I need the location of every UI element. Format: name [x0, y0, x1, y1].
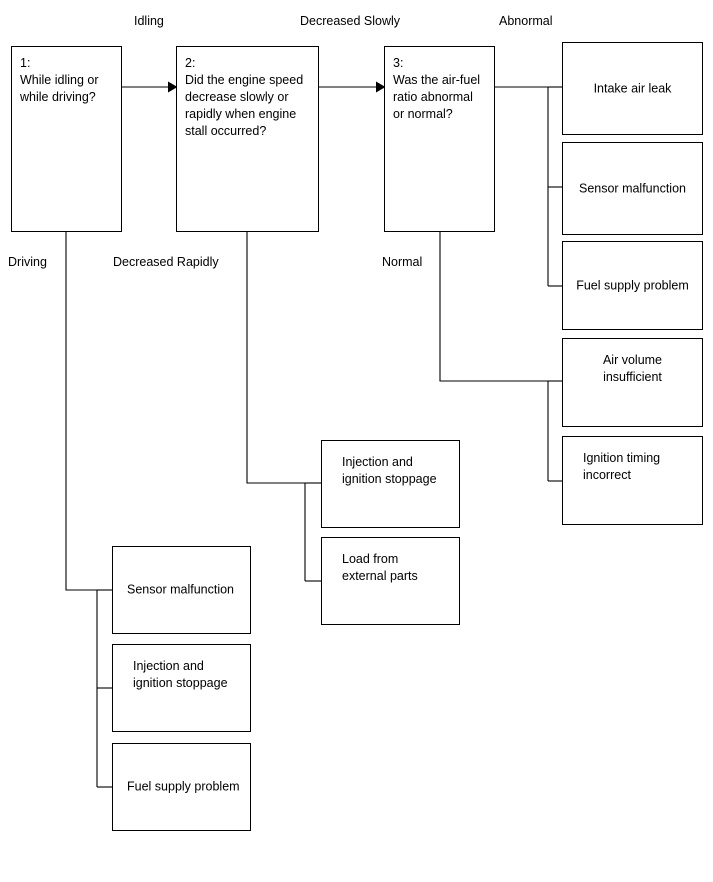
outcome-sensor-malfunction-abnormal[interactable]: Sensor malfunction — [562, 142, 703, 235]
outcome-air-volume-insufficient-text: Air volume insufficient — [602, 353, 663, 384]
edge-label-abnormal: Abnormal — [499, 14, 553, 28]
edge-label-decreased-rapidly: Decreased Rapidly — [113, 255, 219, 269]
outcome-fuel-supply-problem-abnormal-text: Fuel supply problem — [576, 278, 689, 292]
outcome-sensor-malfunction-driving-text: Sensor malfunction — [127, 582, 235, 597]
wire-q2-decreased-rapidly-bus — [246, 232, 306, 581]
question-node-1-text: 1: While idling or while driving? — [20, 56, 99, 104]
question-node-1[interactable]: 1: While idling or while driving? — [11, 46, 122, 232]
outcome-injection-ignition-stoppage-driving[interactable]: Injection and ignition stoppage — [112, 644, 251, 732]
outcome-ignition-timing-incorrect[interactable]: Ignition timing incorrect — [562, 436, 703, 525]
question-node-3-text: 3: Was the air-fuel ratio abnormal or no… — [393, 56, 481, 121]
edge-label-idling: Idling — [134, 14, 164, 28]
outcome-load-from-external-parts-text: Load from external parts — [342, 552, 418, 583]
outcome-fuel-supply-problem-driving-text: Fuel supply problem — [127, 779, 240, 794]
outcome-injection-ignition-stoppage-rapid-text: Injection and ignition stoppage — [342, 455, 437, 486]
outcome-fuel-supply-problem-driving[interactable]: Fuel supply problem — [112, 743, 251, 831]
outcome-ignition-timing-incorrect-text: Ignition timing incorrect — [583, 451, 661, 482]
outcome-intake-air-leak[interactable]: Intake air leak — [562, 42, 703, 135]
outcome-sensor-malfunction-abnormal-text: Sensor malfunction — [578, 181, 686, 195]
edge-label-driving: Driving — [8, 255, 47, 269]
question-node-2[interactable]: 2: Did the engine speed decrease slowly … — [176, 46, 319, 232]
edge-label-decreased-slowly: Decreased Slowly — [300, 14, 401, 28]
outcome-intake-air-leak-text: Intake air leak — [593, 81, 672, 95]
outcome-load-from-external-parts[interactable]: Load from external parts — [321, 537, 460, 625]
outcome-injection-ignition-stoppage-rapid[interactable]: Injection and ignition stoppage — [321, 440, 460, 528]
outcome-injection-ignition-stoppage-driving-text: Injection and ignition stoppage — [133, 659, 228, 690]
wire-q1-driving-bus — [65, 232, 98, 787]
outcome-air-volume-insufficient[interactable]: Air volume insufficient — [562, 338, 703, 427]
outcome-fuel-supply-problem-abnormal[interactable]: Fuel supply problem — [562, 241, 703, 330]
question-node-2-text: 2: Did the engine speed decrease slowly … — [185, 56, 304, 138]
edge-label-normal: Normal — [382, 255, 423, 269]
outcome-sensor-malfunction-driving[interactable]: Sensor malfunction — [112, 546, 251, 634]
question-node-3[interactable]: 3: Was the air-fuel ratio abnormal or no… — [384, 46, 495, 232]
wire-q3-abnormal-bus — [495, 86, 549, 286]
